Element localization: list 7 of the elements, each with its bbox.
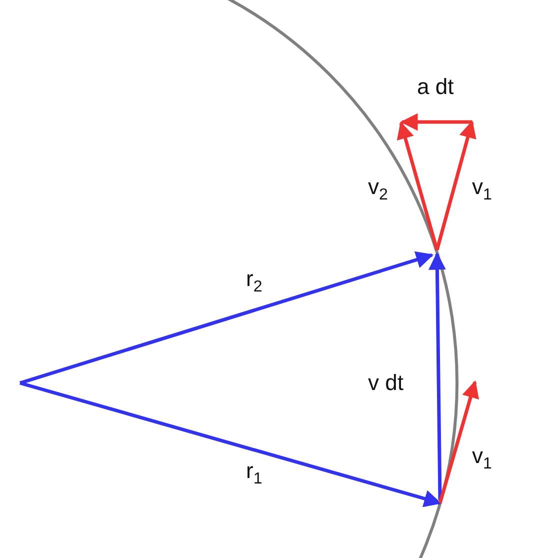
vector-label: r$_{1}$: [246, 460, 262, 488]
vector-label: r$_{2}$: [246, 268, 262, 296]
vector-label: a dt: [417, 76, 454, 98]
vector-label: v$_{1}$: [472, 445, 492, 472]
vector-label: v dt: [368, 372, 404, 394]
vector-label: v$_{2}$: [368, 176, 388, 204]
vector-label: v$_{1}$: [472, 176, 492, 204]
